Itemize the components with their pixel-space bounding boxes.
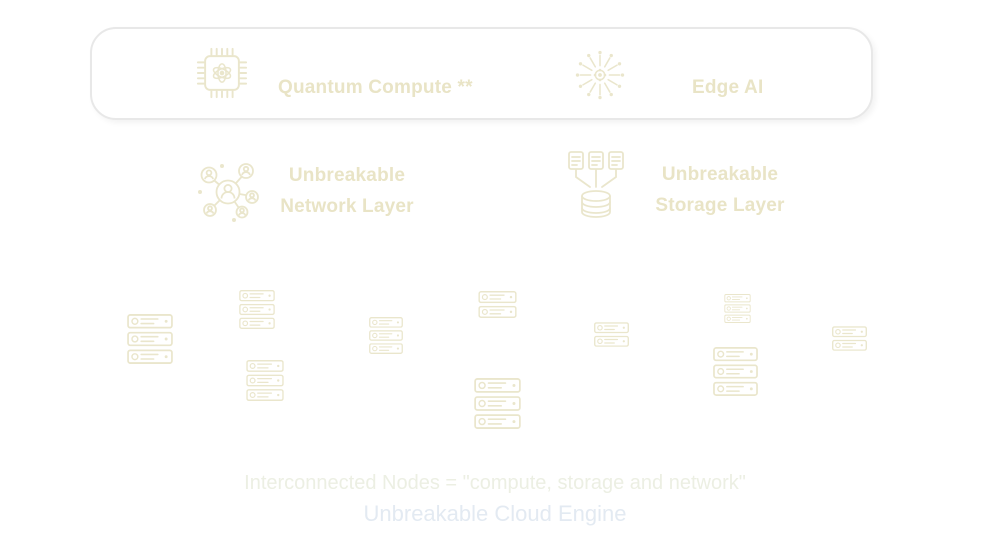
compute-layer-panel: Quantum Compute ** Edge AI [90,27,873,120]
server-rack-icon [239,290,275,329]
server-rack-icon [478,291,517,318]
database-sync-icon [568,151,624,218]
server-rack-icon [246,360,284,401]
edge-ai-label: Edge AI [692,77,764,98]
storage-layer-label: Unbreakable Storage Layer [635,159,805,221]
neural-burst-icon [575,50,625,100]
quantum-chip-icon [196,47,248,99]
network-layer-line1: Unbreakable [288,165,406,186]
server-rack-icon [594,322,629,347]
server-rack-icon [127,314,173,364]
server-rack-icon [724,294,751,323]
footer-caption: Interconnected Nodes = "compute, storage… [244,472,746,494]
quantum-compute-label: Quantum Compute ** [278,77,473,98]
server-rack-icon [713,347,758,396]
connected-users-icon [198,163,259,222]
storage-layer-line2: Storage Layer [655,195,785,216]
server-rack-icon [832,326,867,351]
storage-layer-line1: Unbreakable [661,164,779,185]
server-rack-icon [369,317,403,354]
network-layer-line2: Network Layer [280,196,414,217]
server-rack-icon [474,378,521,429]
network-layer-label: Unbreakable Network Layer [262,160,432,222]
footer-title: Unbreakable Cloud Engine [363,501,627,526]
